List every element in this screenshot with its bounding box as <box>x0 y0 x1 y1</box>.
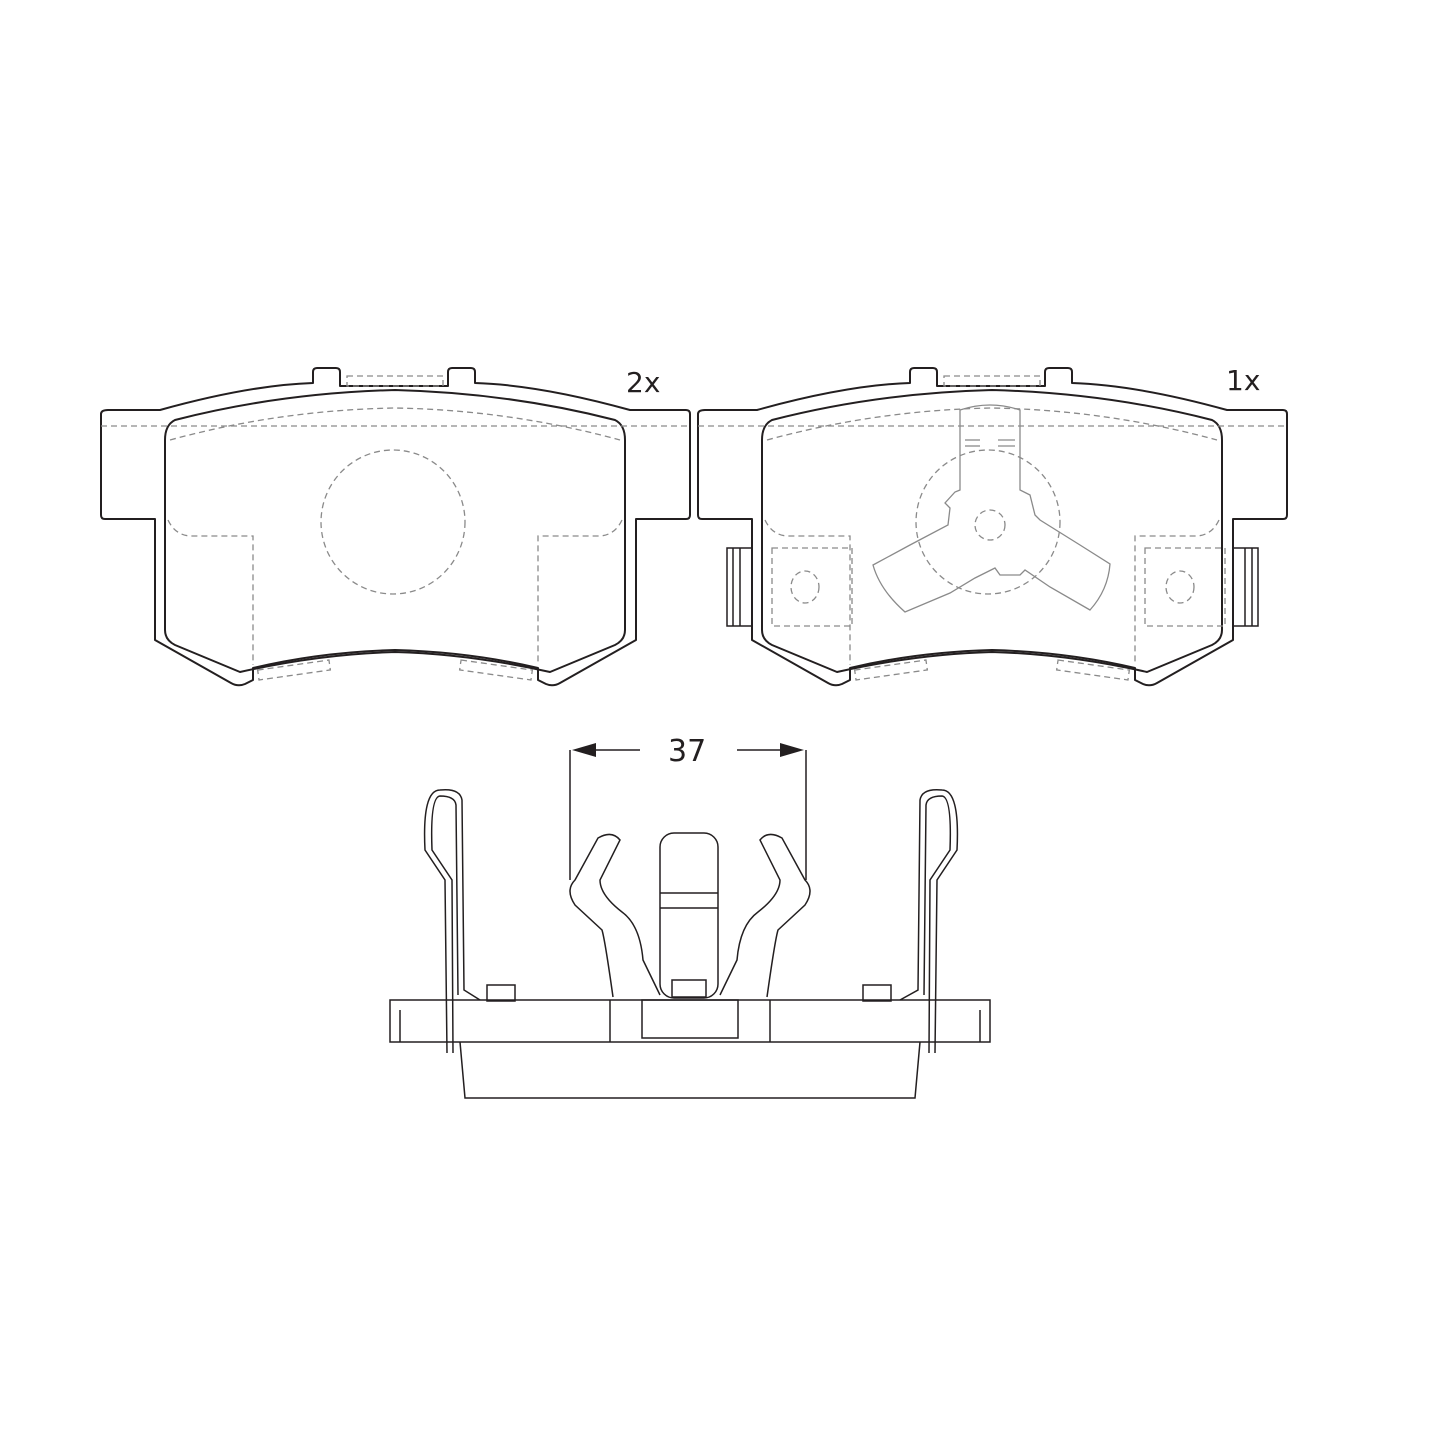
clip-dimension-label: 37 <box>668 734 707 769</box>
quantity-label-left-pad: 2x <box>626 366 661 399</box>
quantity-label-right-pad: 1x <box>1226 364 1261 397</box>
pad-left-drawing <box>100 367 691 687</box>
pad-right-drawing <box>697 367 1288 687</box>
anti-rattle-clip-drawing <box>389 743 991 1099</box>
